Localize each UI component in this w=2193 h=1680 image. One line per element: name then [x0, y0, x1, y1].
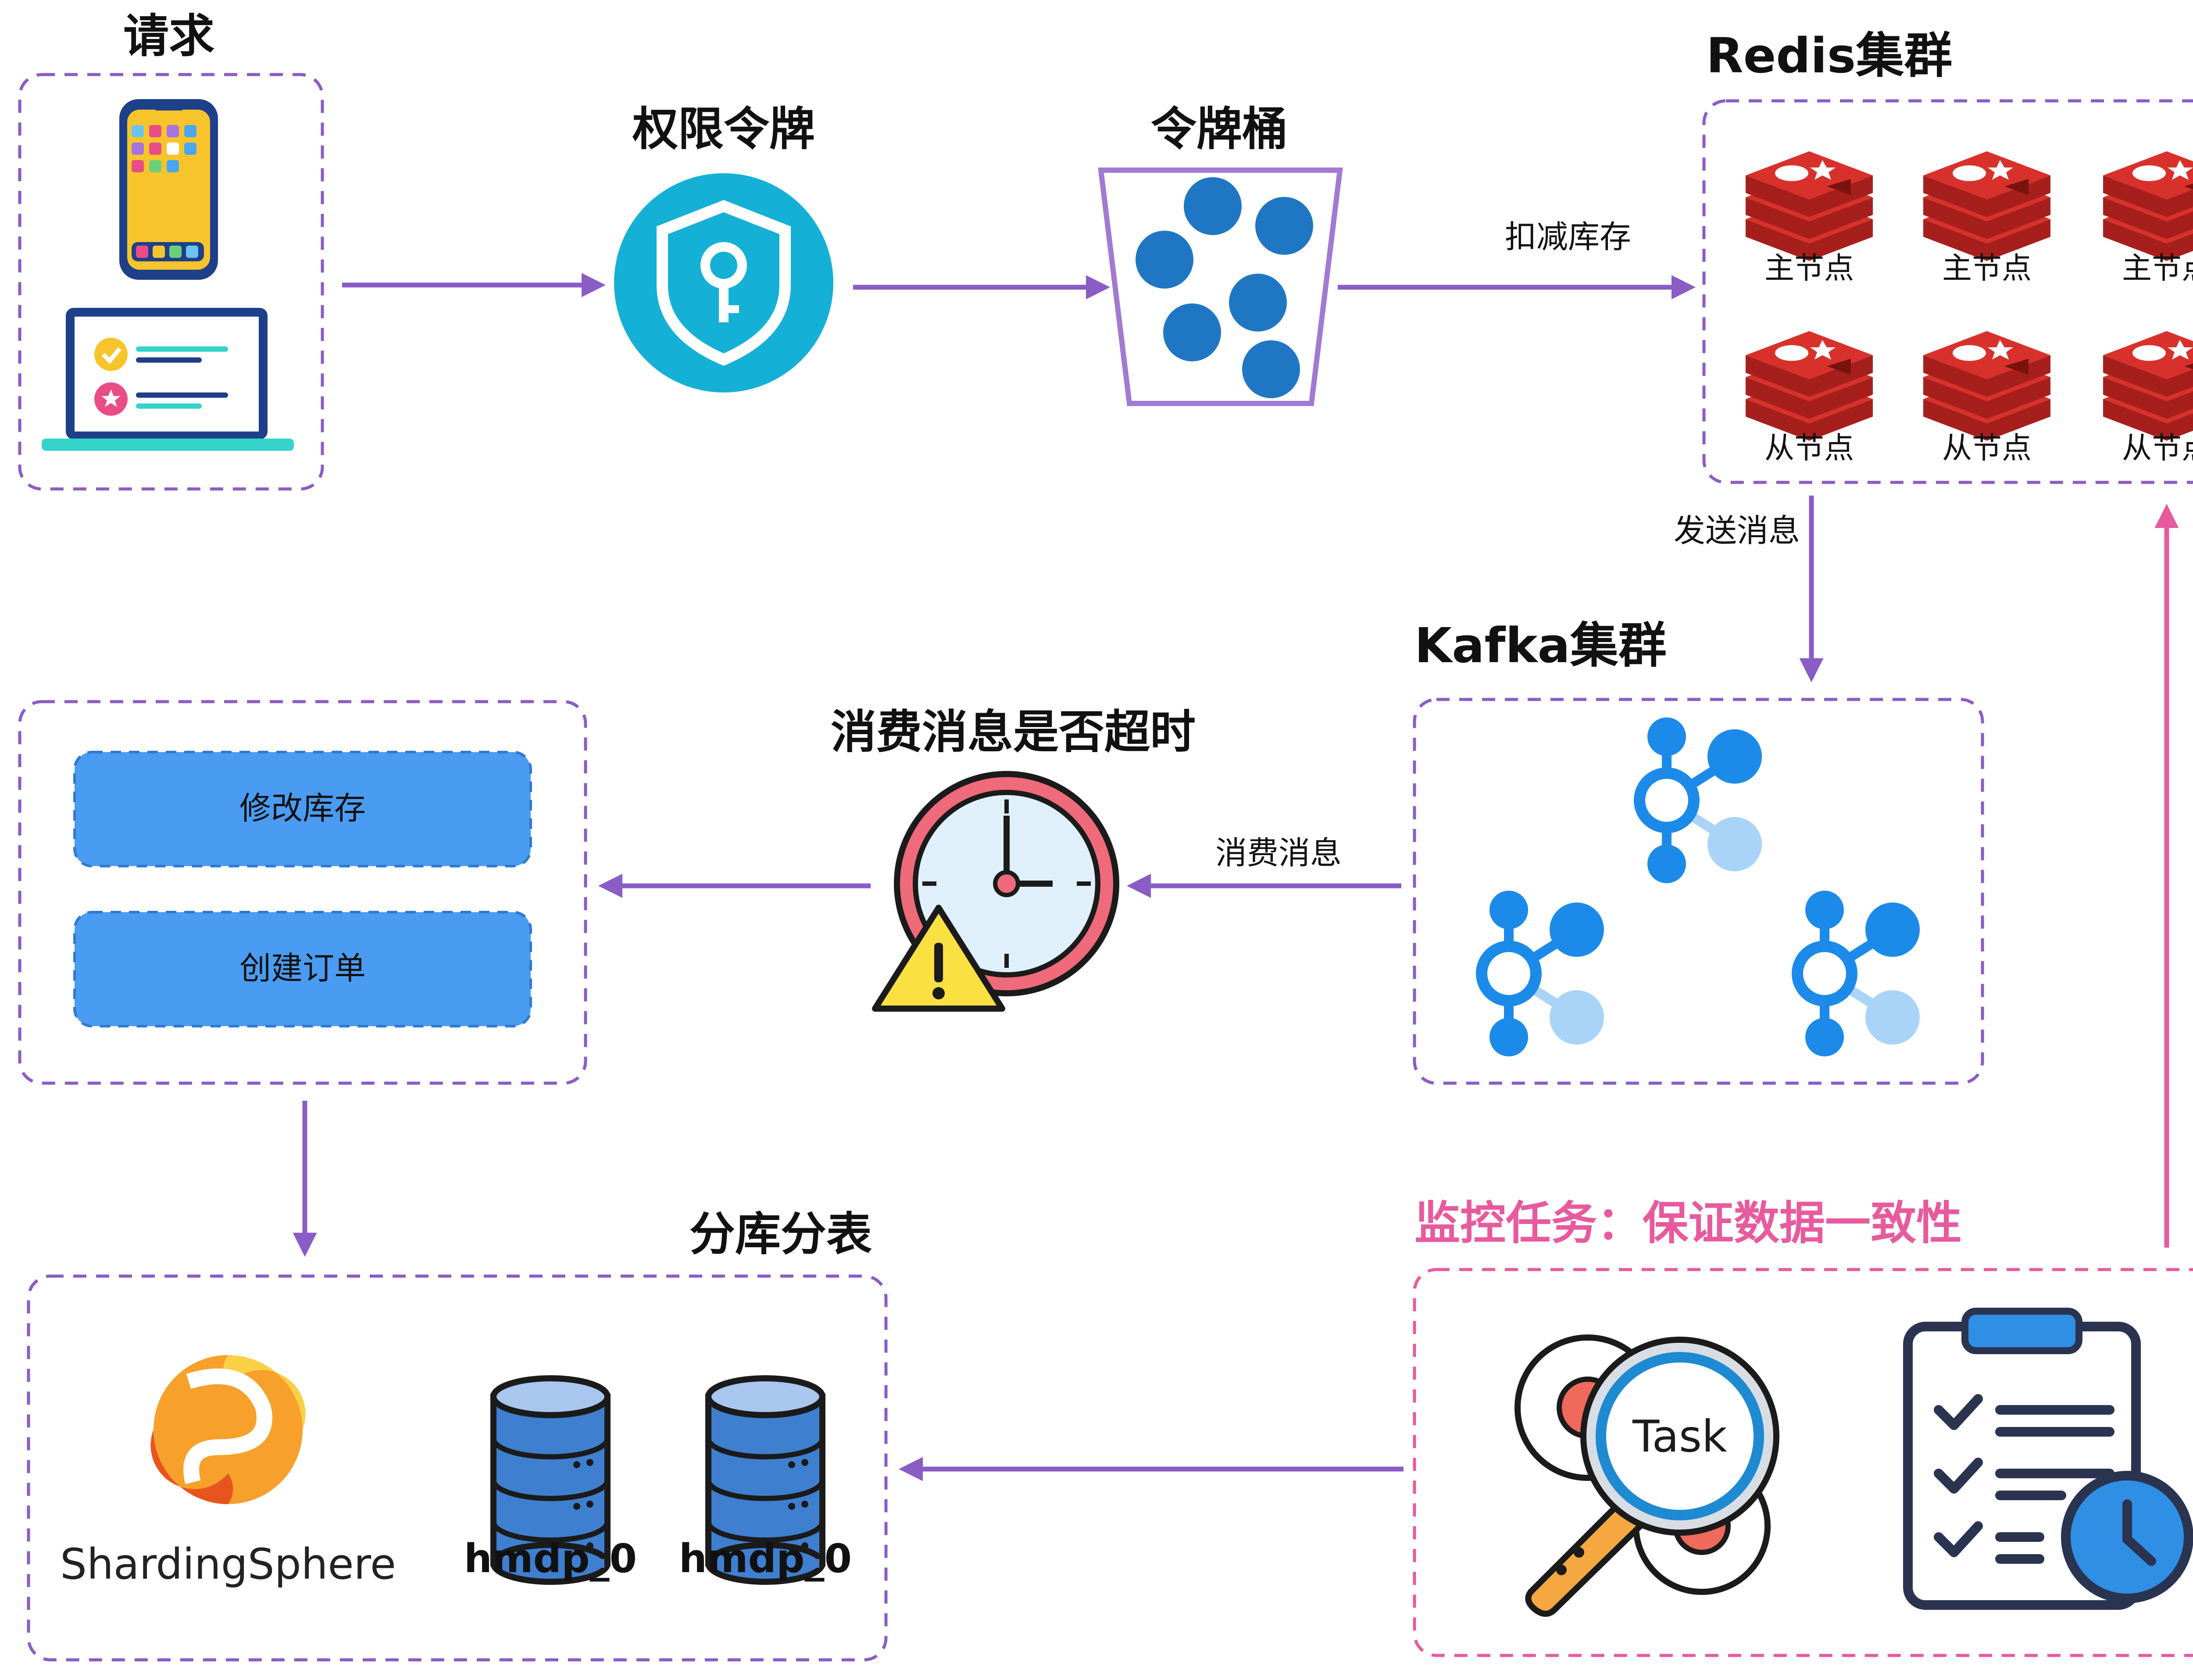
redis-cluster-box	[1702, 99, 2193, 484]
kafka-icon	[1634, 717, 1762, 883]
kafka-cluster-title: Kafka集群	[1414, 617, 1667, 674]
consume-message-label: 消费消息	[1215, 835, 1342, 871]
token-bucket-title: 令牌桶	[1151, 102, 1288, 156]
task-search-icon: Task	[1514, 1334, 1779, 1617]
modify-stock-label: 修改库存	[239, 790, 366, 827]
request-title: 请求	[123, 9, 214, 63]
slave-node-label: 从节点	[1764, 431, 1854, 466]
kafka-icon	[1792, 891, 1920, 1056]
modify-stock-button	[73, 751, 532, 867]
redis-icon	[2103, 331, 2193, 441]
redis-icon	[1923, 151, 2050, 261]
database-icon	[705, 1375, 825, 1585]
send-message-label: 发送消息	[1674, 512, 1800, 549]
laptop-icon	[42, 308, 294, 451]
auth-token-title: 权限令牌	[632, 102, 815, 156]
shield-key-icon	[614, 173, 833, 392]
database-icon	[490, 1375, 611, 1585]
redis-icon	[1746, 331, 1873, 441]
kafka-nodes	[1476, 717, 1920, 1056]
master-node-label: 主节点	[1764, 251, 1854, 286]
consume-timeout-title: 消费消息是否超时	[831, 705, 1196, 759]
db0-label: hmdp_0	[464, 1536, 637, 1582]
smartphone-icon	[119, 99, 218, 280]
request-box	[18, 73, 324, 491]
redis-icon	[2103, 151, 2193, 261]
redis-icon	[1746, 151, 1873, 261]
bucket-icon	[1098, 168, 1343, 406]
checklist-clock-icon	[1903, 1308, 2193, 1610]
sharding-title: 分库分表	[689, 1207, 872, 1261]
redis-nodes: 主节点 主节点 主节点从节点 从节点 从节点	[1746, 151, 2193, 466]
order-box	[18, 700, 587, 1085]
sharding-sphere-text: ShardingSphere	[60, 1540, 396, 1589]
redis-icon	[1923, 331, 2050, 441]
database-icons	[490, 1375, 825, 1585]
slave-node-label: 从节点	[1942, 431, 2032, 466]
redis-cluster-title: Redis集群	[1706, 28, 1952, 84]
monitor-task-box	[1413, 1268, 2193, 1657]
monitor-task-title: 监控任务：保证数据一致性	[1414, 1196, 1962, 1250]
sharding-sphere-logo: ShardingSphere	[60, 1355, 396, 1589]
create-order-label: 创建订单	[239, 950, 366, 987]
kafka-icon	[1476, 891, 1604, 1056]
master-node-label: 主节点	[1942, 251, 2032, 286]
kafka-cluster-box	[1413, 698, 1984, 1085]
slave-node-label: 从节点	[2122, 431, 2193, 466]
task-label: Task	[1632, 1411, 1727, 1462]
sharding-box	[27, 1274, 888, 1662]
clock-warning-icon	[872, 771, 1119, 1012]
master-node-label: 主节点	[2122, 251, 2193, 286]
db1-label: hmdp_0	[679, 1536, 852, 1582]
deduct-stock-label: 扣减库存	[1505, 218, 1631, 255]
create-order-button	[73, 911, 532, 1027]
